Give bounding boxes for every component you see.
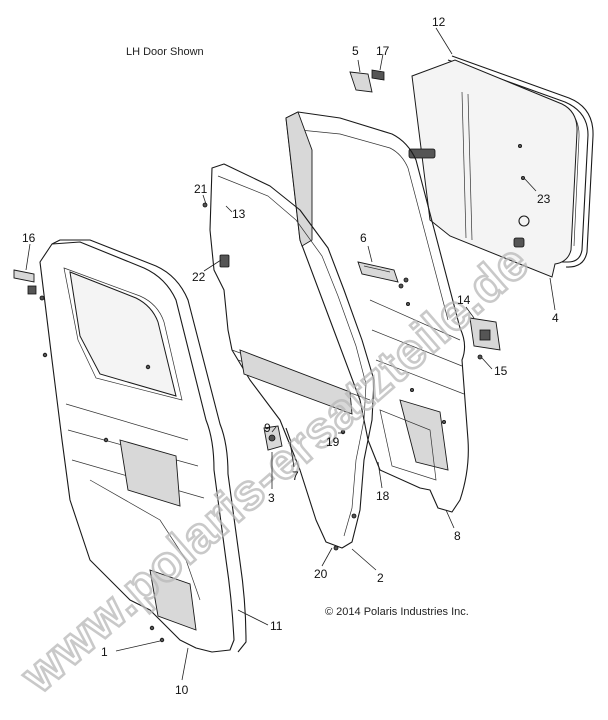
- window-latch-bracket: [408, 148, 436, 159]
- callout-7: 7: [292, 469, 299, 483]
- outer-door-shell-part-11: [39, 239, 247, 653]
- callout-14: 14: [457, 293, 471, 307]
- hinge-plate-part-6: [357, 261, 409, 289]
- callout-11: 11: [270, 619, 283, 633]
- callout-4: 4: [552, 311, 559, 325]
- view-label: LH Door Shown: [126, 46, 204, 58]
- callout-9: 9: [264, 421, 271, 435]
- top-bracket-part-5: [349, 69, 385, 93]
- door-handle-part-3: [263, 425, 292, 451]
- callout-20: 20: [314, 567, 328, 581]
- callout-13: 13: [232, 207, 246, 221]
- callout-2: 2: [377, 571, 384, 585]
- callout-17: 17: [376, 44, 390, 58]
- leader-lines: [25, 27, 556, 681]
- side-hinge-part-16: [13, 269, 45, 301]
- window-knob: [518, 215, 530, 227]
- callout-23: 23: [537, 192, 551, 206]
- callout-labels: 1 2 3 4 5 6 7 8 9 10 11 12 13 14 15 16 1…: [22, 15, 559, 697]
- callout-15: 15: [494, 364, 508, 378]
- callout-1: 1: [101, 645, 108, 659]
- inner-door-panel-part-8: [285, 111, 469, 513]
- copyright-notice: © 2014 Polaris Industries Inc.: [325, 606, 469, 618]
- window-glass-part-4: [408, 59, 578, 278]
- callout-3: 3: [268, 491, 275, 505]
- callout-18: 18: [376, 489, 390, 503]
- callout-16: 16: [22, 231, 36, 245]
- callout-5: 5: [352, 44, 359, 58]
- callout-12: 12: [432, 15, 446, 29]
- callout-19: 19: [326, 435, 340, 449]
- callout-21: 21: [194, 182, 208, 196]
- callout-6: 6: [360, 231, 367, 245]
- callout-10: 10: [175, 683, 189, 697]
- latch-part-14: [469, 317, 501, 360]
- callout-22: 22: [192, 270, 206, 284]
- callout-8: 8: [454, 529, 461, 543]
